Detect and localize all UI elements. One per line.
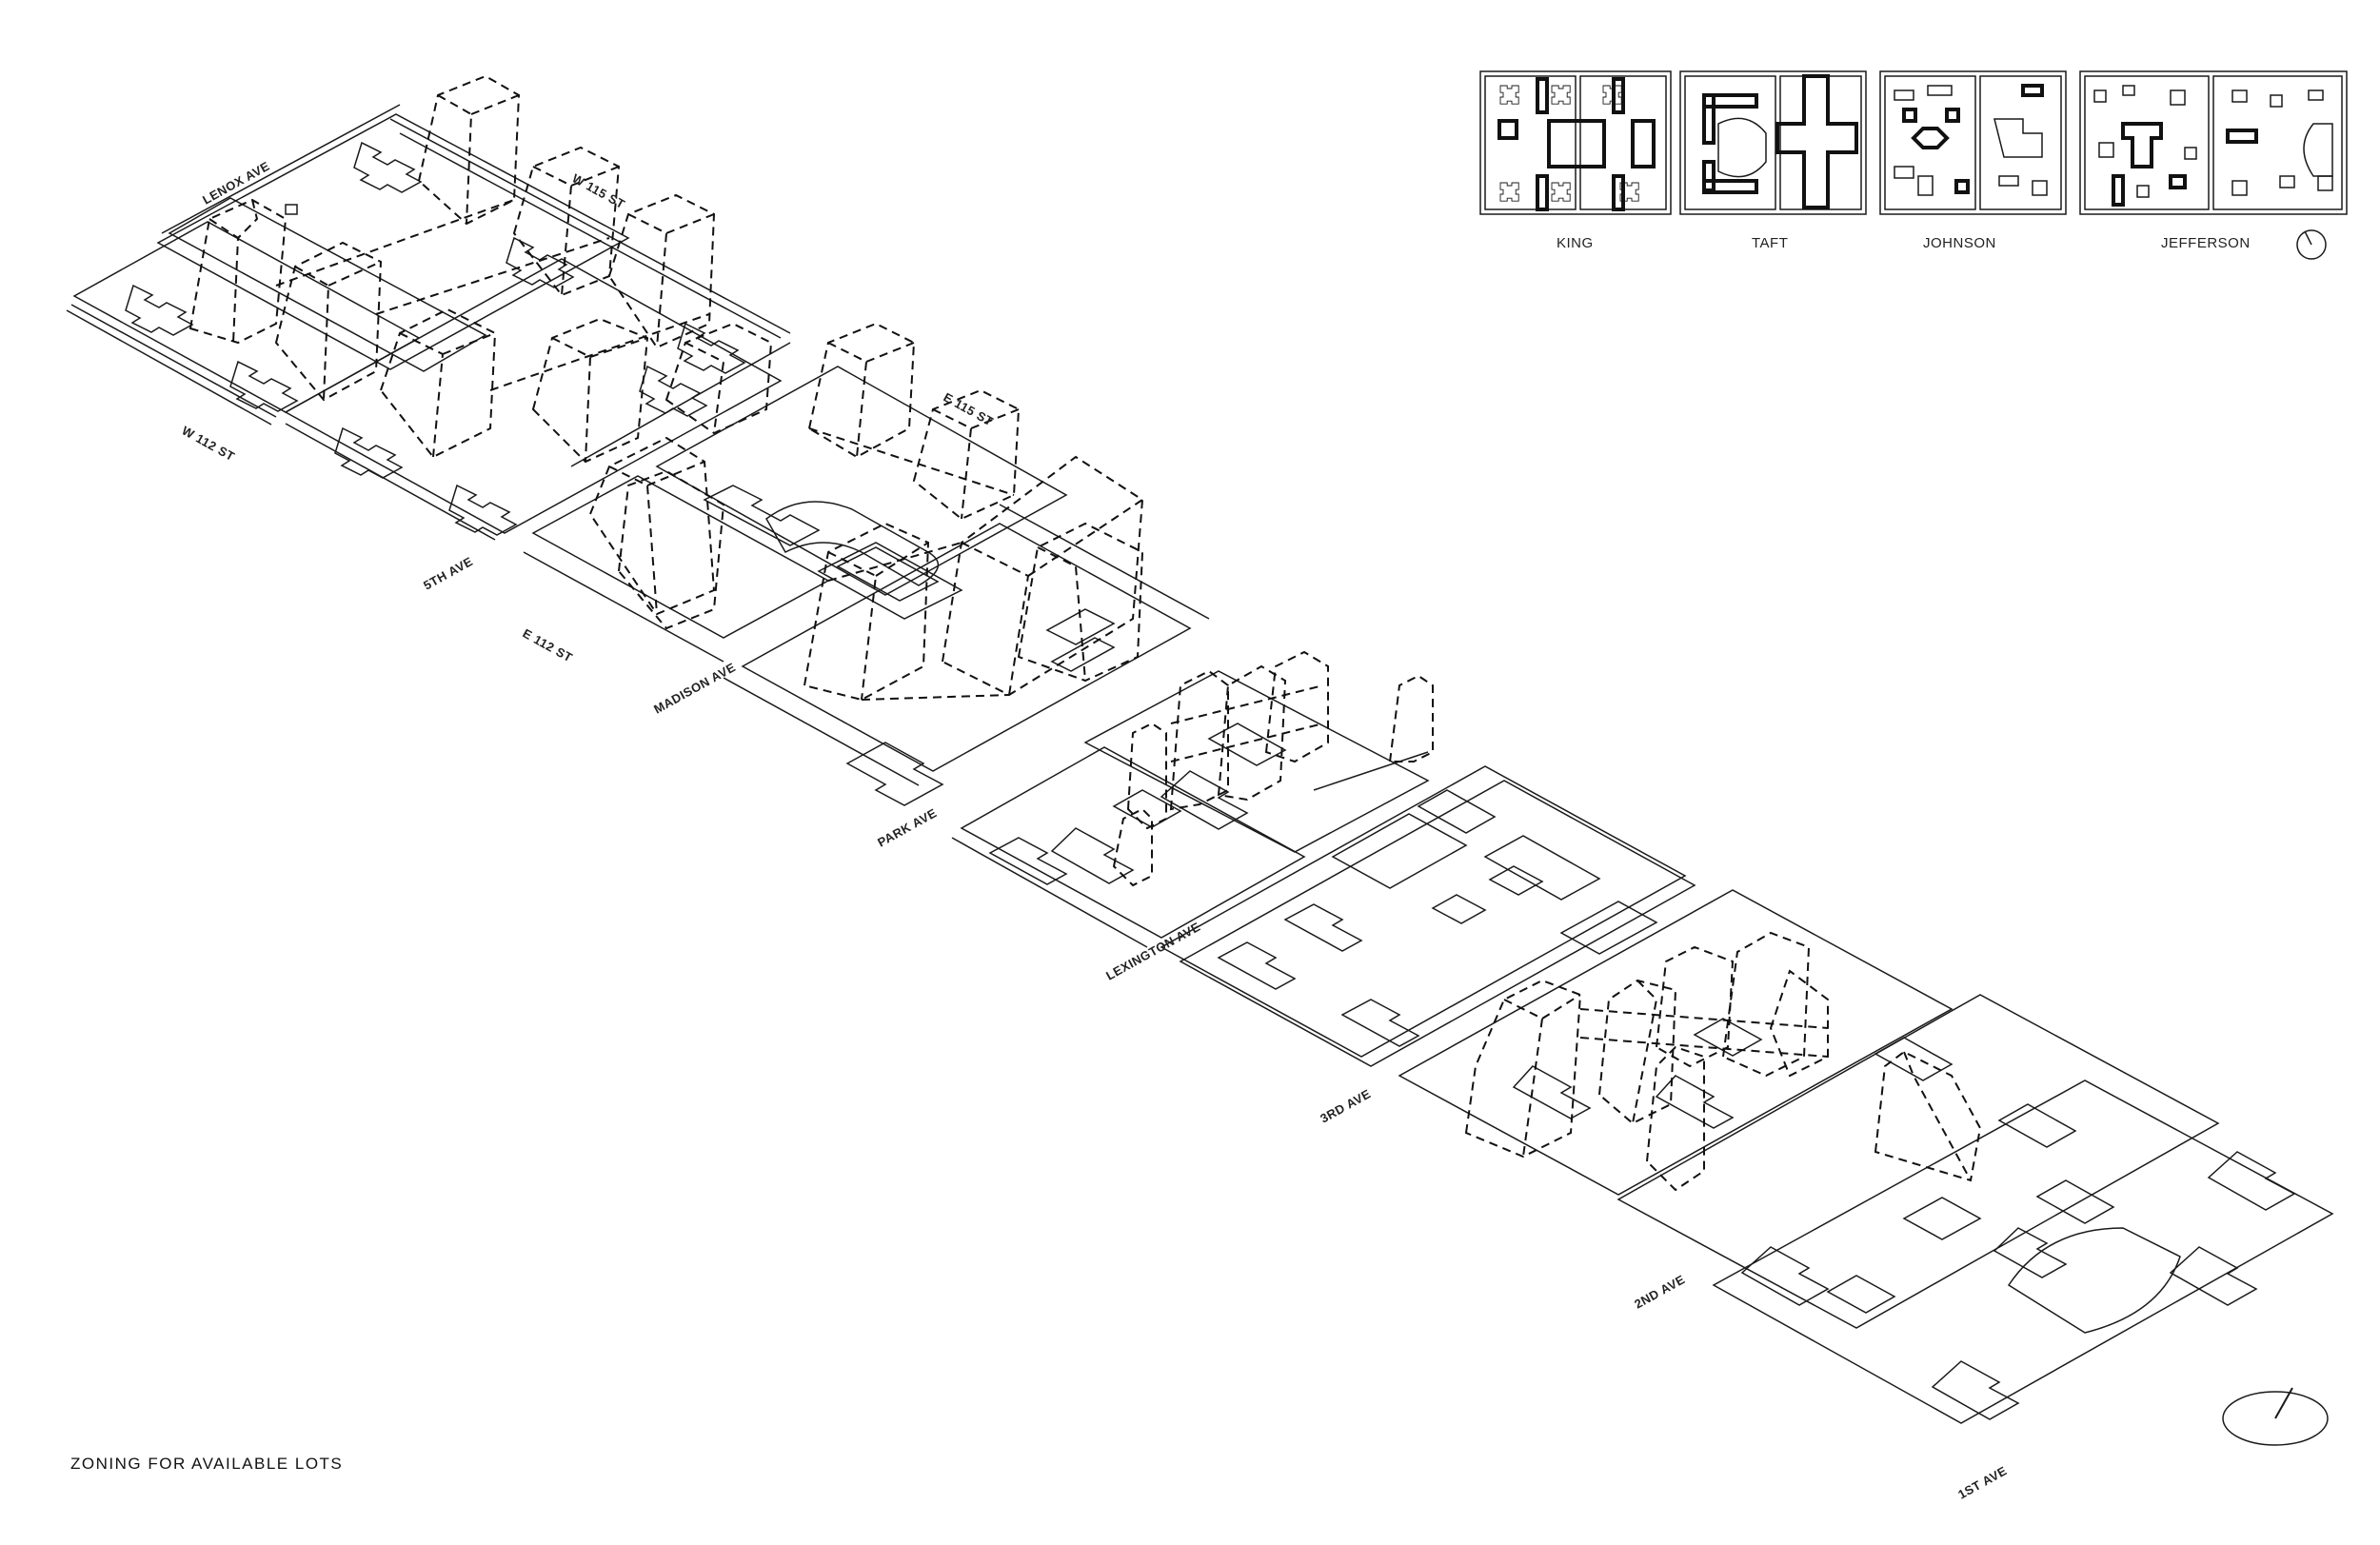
- street-label: PARK AVE: [875, 805, 939, 849]
- street-label: 2ND AVE: [1632, 1272, 1687, 1311]
- street-label: LEXINGTON AVE: [1103, 920, 1202, 983]
- site-block-johnson: [951, 670, 1687, 1058]
- street-label: W 115 ST: [570, 171, 628, 212]
- zoning-volumes-jefferson: [1464, 931, 1982, 1192]
- plan-taft: TAFT: [1679, 70, 1867, 251]
- street-label: 1ST AVE: [1955, 1463, 2009, 1501]
- plan-label-king: KING: [1557, 235, 1594, 251]
- plan-johnson: JOHNSON: [1879, 70, 2067, 251]
- zoning-volumes-king: [188, 74, 773, 464]
- street-label: 5TH AVE: [421, 554, 475, 593]
- street-label: E 115 ST: [942, 390, 997, 429]
- diagram-caption: ZONING FOR AVAILABLE LOTS: [70, 1455, 344, 1473]
- zoning-volumes-johnson: [1112, 650, 1434, 887]
- zoning-volumes-taft: [588, 322, 1144, 702]
- plan-king: KING: [1479, 70, 1672, 251]
- plan-label-johnson: JOHNSON: [1923, 235, 1996, 251]
- site-block-king: [66, 104, 791, 541]
- site-plans-legend: KING TAFT JOHNSON: [1479, 70, 2348, 260]
- site-block-taft: [523, 366, 1210, 806]
- plan-jefferson: JEFFERSON: [2079, 70, 2348, 260]
- street-label: E 112 ST: [521, 626, 576, 665]
- small-north-arrow-icon: [2296, 229, 2327, 260]
- street-label: MADISON AVE: [651, 660, 738, 717]
- street-label: W 112 ST: [180, 424, 238, 465]
- plan-label-jefferson: JEFFERSON: [2161, 235, 2251, 251]
- north-arrow-icon: [2222, 1387, 2329, 1446]
- street-labels: LENOX AVE W 115 ST W 112 ST 5TH AVE E 11…: [180, 159, 2010, 1502]
- site-block-jefferson: [1179, 780, 2334, 1424]
- street-label: 3RD AVE: [1318, 1086, 1373, 1125]
- plan-label-taft: TAFT: [1752, 235, 1788, 251]
